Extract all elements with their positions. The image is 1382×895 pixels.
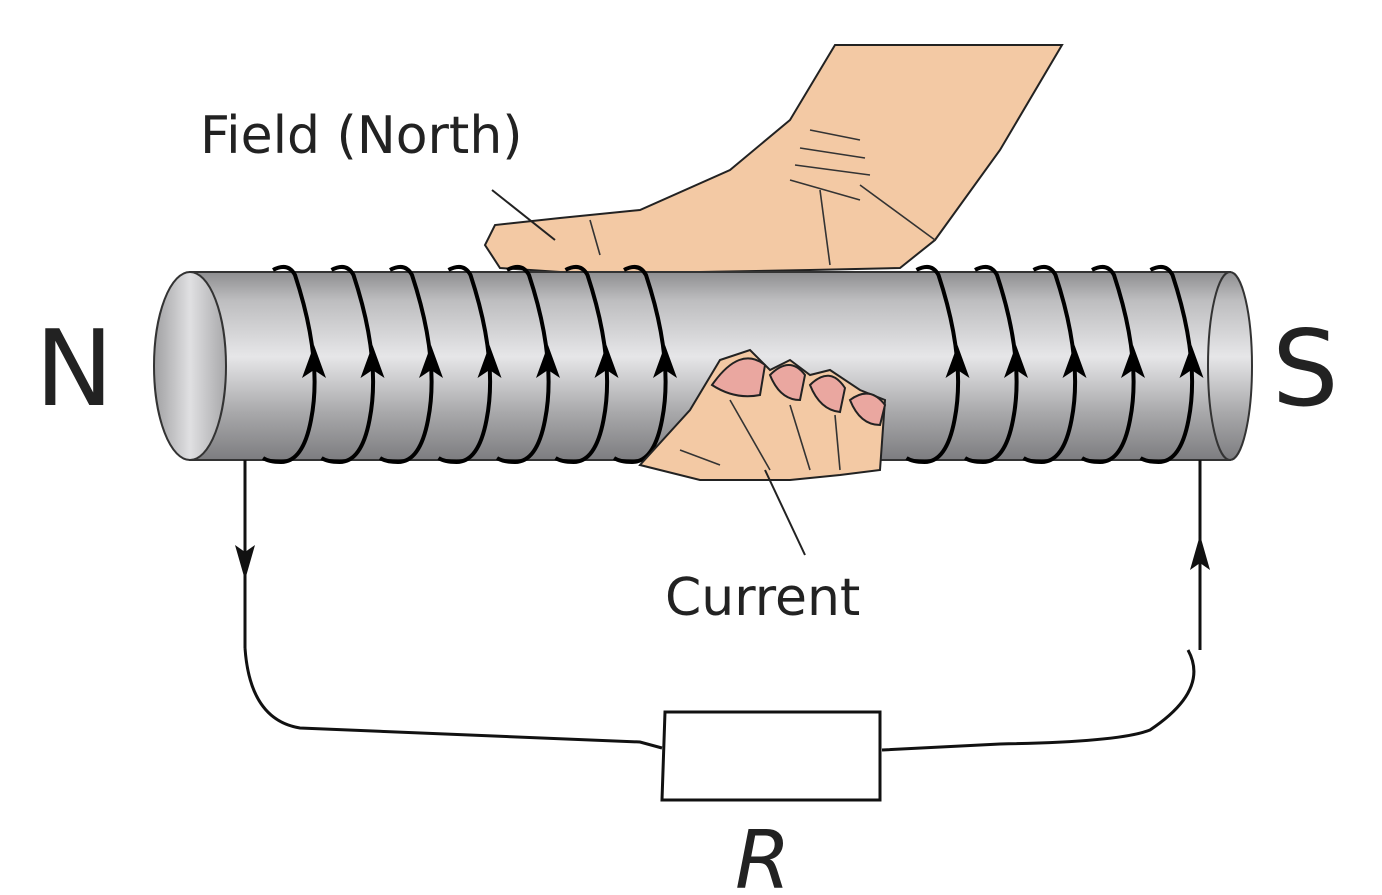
resistor-symbol <box>660 710 882 802</box>
current-pointer-line <box>764 469 806 556</box>
coil-current-arrow <box>945 345 970 378</box>
current-down-arrow <box>235 545 255 580</box>
coil-current-arrow <box>302 345 326 378</box>
hand-fingers <box>638 348 887 481</box>
current-up-arrow <box>1190 535 1210 570</box>
coil-windings <box>261 264 1204 465</box>
coil-turn <box>1080 264 1136 465</box>
hand-palm <box>483 44 1064 273</box>
coil-current-arrow <box>419 345 443 378</box>
core-left-end <box>153 271 227 461</box>
coil-current-arrow <box>1004 345 1028 378</box>
field-north-label: Field (North) <box>200 106 523 166</box>
coil-turn <box>320 264 376 465</box>
hand-creases <box>589 129 936 266</box>
coil-current-arrow <box>536 345 560 378</box>
field-pointer-line <box>491 189 556 241</box>
coil-current-arrow <box>1179 345 1204 378</box>
north-pole-label: N <box>35 308 114 430</box>
south-pole-label: S <box>1272 308 1339 430</box>
coil-current-arrow <box>594 345 619 378</box>
coil-turn <box>612 264 668 465</box>
coil-current-arrow <box>360 345 385 378</box>
coil-turn <box>963 264 1019 465</box>
coil-turn <box>1022 264 1078 465</box>
coil-turn <box>437 264 493 465</box>
coil-turn <box>495 264 551 465</box>
resistor-label: R <box>735 814 791 895</box>
coil-turn <box>378 264 434 465</box>
coil-current-arrow <box>1121 345 1145 378</box>
coil-turn <box>1139 264 1195 465</box>
coil-current-arrow <box>653 345 677 378</box>
finger-creases <box>679 399 841 471</box>
coil-current-arrow <box>1062 345 1087 378</box>
coil-turn <box>261 264 317 465</box>
coil-current-arrow <box>477 345 502 378</box>
coil-turn <box>554 264 610 465</box>
coil-turn <box>905 264 961 465</box>
core-right-end <box>1207 271 1253 461</box>
current-label: Current <box>665 568 860 628</box>
